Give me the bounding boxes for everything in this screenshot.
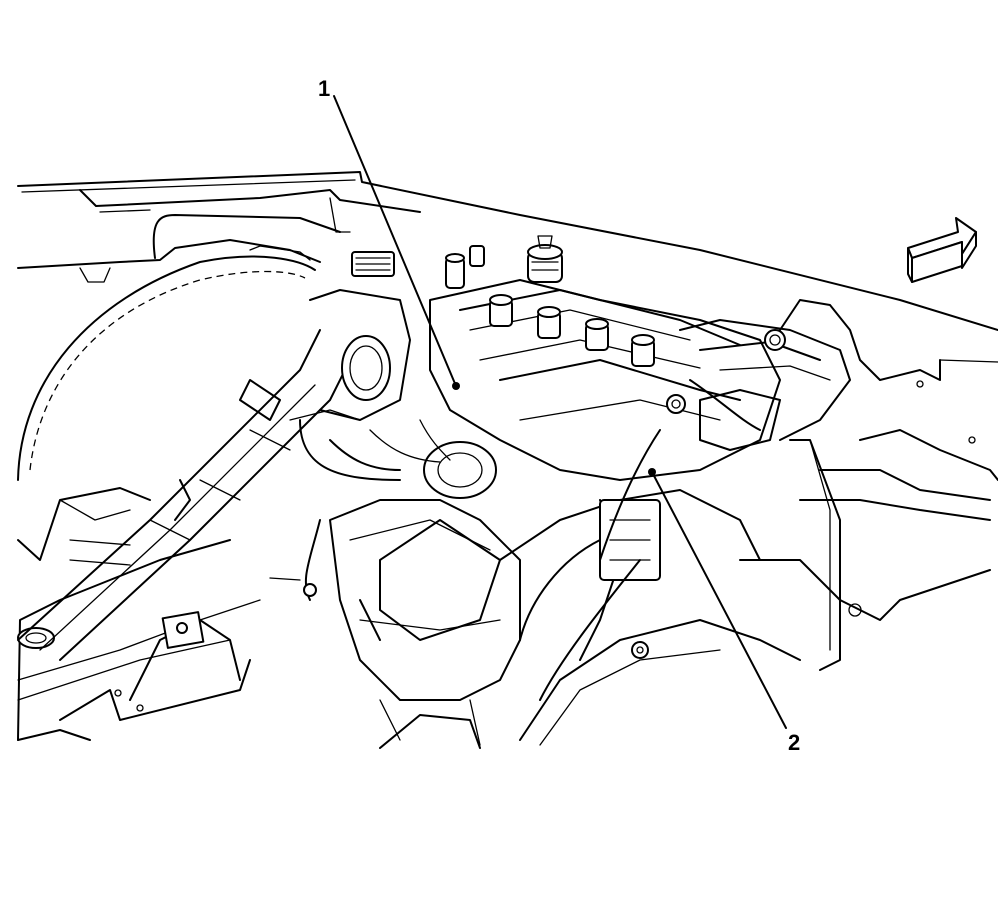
engine-block	[429, 235, 781, 481]
callout-2-leader	[648, 468, 787, 729]
leader-line-2	[651, 471, 787, 729]
callout-1-leader	[333, 95, 460, 390]
leader-dot-1	[452, 382, 460, 390]
intake-manifold	[666, 319, 851, 451]
oil-filler-cap	[527, 235, 563, 283]
transmission-housing	[329, 441, 521, 746]
left-strut-tower	[249, 245, 411, 421]
left-frame-rail	[17, 329, 351, 661]
lower-subframe	[499, 489, 801, 746]
left-wheel-well	[17, 214, 341, 741]
wiring-harness	[269, 379, 761, 701]
cutaway-edge	[17, 714, 481, 749]
cowl-panel	[17, 171, 998, 331]
leader-line-1	[333, 95, 457, 387]
callout-label-1: 1	[318, 76, 330, 101]
right-fender	[739, 299, 998, 671]
ignition-coils	[489, 294, 655, 367]
leader-dot-2	[648, 468, 656, 476]
callout-label-2: 2	[788, 730, 800, 755]
forward-direction-arrow-icon	[907, 217, 977, 283]
